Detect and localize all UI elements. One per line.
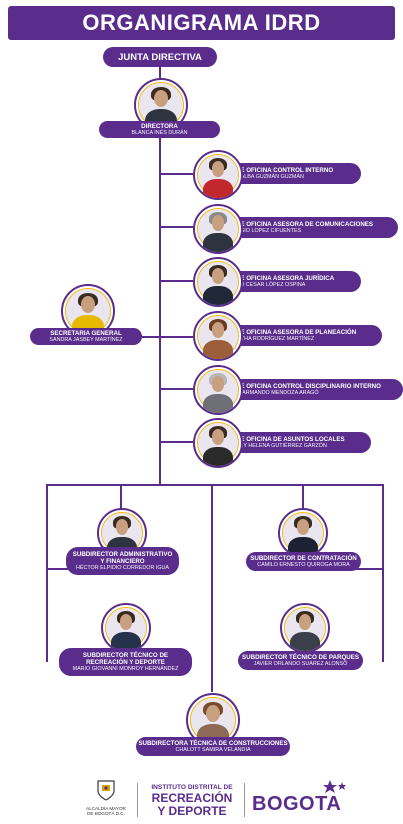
jefe-name: LUIS ARMANDO MENDOZA ARAGÓ <box>229 389 319 396</box>
jefe-box: JEFE OFICINA ASESORA DE PLANEACIÓN MARTH… <box>221 325 382 346</box>
stars-icon <box>323 780 346 793</box>
subdirector-photo <box>101 603 151 653</box>
jefe-photo <box>193 150 243 200</box>
connector <box>120 486 122 512</box>
page-title: ORGANIGRAMA IDRD <box>82 10 321 35</box>
connector <box>159 67 161 87</box>
idrd-logo: INSTITUTO DISTRITAL DE RECREACIÓN Y DEPO… <box>146 784 238 824</box>
jefe-role: JEFE OFICINA DE ASUNTOS LOCALES <box>229 435 345 443</box>
connector <box>161 226 193 228</box>
idrd-recreacion: RECREACIÓN <box>151 791 233 805</box>
subdirector-photo <box>278 508 328 558</box>
connector <box>161 173 193 175</box>
idrd-deporte: Y DEPORTE <box>157 804 227 818</box>
jefe-name: SERGIO LOPEZ CIFUENTES <box>229 227 302 234</box>
subdirector-role: SUBDIRECTORA TÉCNICA DE CONSTRUCCIONES <box>138 739 288 747</box>
connector <box>161 388 193 390</box>
jefe-role: JEFE OFICINA CONTROL DISCIPLINARIO INTER… <box>229 382 381 390</box>
subdirector-role: SUBDIRECTOR TÉCNICO DE PARQUES <box>242 653 359 661</box>
main-trunk <box>159 136 161 484</box>
coat-of-arms-icon <box>97 780 115 801</box>
directora-role: DIRECTORA <box>141 122 178 130</box>
subdirector-name: MARIO GIOVANNI MONROY HERNÁNDEZ <box>72 665 179 672</box>
secretaria-name: SANDRA JASBEY MARTÍNEZ <box>49 336 123 343</box>
footer-divider <box>244 783 245 817</box>
bogota-wordmark: BOGOTA <box>252 793 342 815</box>
jefe-box: JEFE OFICINA ASESORA JURÍDICA JULIO CESA… <box>221 271 361 292</box>
subdirector-name: JAVIER ORLANDO SUAREZ ALONSO <box>253 660 348 667</box>
jefe-photo <box>193 204 243 254</box>
subdirector-name: HÉCTOR ELPIDIO CORREDOR IGUA <box>75 564 170 571</box>
jefe-name: FANNY HELENA GUTIÉRREZ GARZÓN <box>229 442 327 449</box>
connector <box>211 484 213 692</box>
footer-divider <box>137 783 138 817</box>
secretaria-role: SECRETARIA GENERAL <box>50 329 122 337</box>
title-banner <box>8 6 395 40</box>
jefe-box: JEFE OFICINA CONTROL INTERNO ROSALBA GUZ… <box>221 163 361 184</box>
jefe-role: JEFE OFICINA ASESORA DE COMUNICACIONES <box>229 220 374 228</box>
subdirector-role: SUBDIRECTOR DE CONTRATACIÓN <box>250 554 357 562</box>
subdirector-name: CAMILO ERNESTO QUIROGA MORA <box>257 561 350 568</box>
jefe-box: JEFE OFICINA DE ASUNTOS LOCALES FANNY HE… <box>221 432 371 453</box>
connector <box>140 336 193 338</box>
idrd-instituto: INSTITUTO DISTRITAL DE <box>151 784 233 791</box>
connector <box>46 484 48 662</box>
connector <box>302 486 304 512</box>
connector <box>382 484 384 662</box>
jefe-photo <box>193 311 243 361</box>
subdirector-contratacion-box: SUBDIRECTOR DE CONTRATACIÓN CAMILO ERNES… <box>246 552 361 571</box>
jefe-role: JEFE OFICINA ASESORA JURÍDICA <box>229 274 335 282</box>
jefe-name: MARTHA RODRÍGUEZ MARTÍNEZ <box>229 335 315 342</box>
subdirector-name: CHALOTT SAMIRA VELANDIA <box>175 746 251 753</box>
subdirector-role: Y FINANCIERO <box>100 557 145 565</box>
jefe-name: ROSALBA GUZMÁN GUZMÁN <box>229 173 304 180</box>
subdirector-role: SUBDIRECTOR TÉCNICO DE <box>82 651 169 659</box>
subdirector-administrativo-box: SUBDIRECTOR ADMINISTRATIVO Y FINANCIERO … <box>66 547 179 575</box>
connector <box>161 441 193 443</box>
alcaldia-text: DE BOGOTÁ D.C. <box>87 811 125 816</box>
jefe-photo <box>193 418 243 468</box>
jefe-name: JULIO CESAR LÓPEZ OSPINA <box>229 281 306 288</box>
subdirector-recreacion-box: SUBDIRECTOR TÉCNICO DE RECREACIÓN Y DEPO… <box>59 648 192 676</box>
jefe-photo <box>193 257 243 307</box>
directora-box: DIRECTORA BLANCA INÉS DURÁN <box>99 121 220 138</box>
alcaldia-logo: ALCALDÍA MAYOR DE BOGOTÁ D.C. <box>86 779 126 823</box>
directora-name: BLANCA INÉS DURÁN <box>131 129 188 136</box>
jefe-role: JEFE OFICINA ASESORA DE PLANEACIÓN <box>229 328 357 336</box>
subdirector-role: SUBDIRECTOR ADMINISTRATIVO <box>72 550 173 558</box>
subdirectora-construcciones-box: SUBDIRECTORA TÉCNICA DE CONSTRUCCIONES C… <box>136 737 290 756</box>
junta-directiva-label: JUNTA DIRECTIVA <box>118 51 202 63</box>
jefe-photo <box>193 365 243 415</box>
jefe-box: JEFE OFICINA ASESORA DE COMUNICACIONES S… <box>221 217 398 238</box>
subdirector-photo <box>280 603 330 653</box>
secretaria-box: SECRETARIA GENERAL SANDRA JASBEY MARTÍNE… <box>30 328 142 345</box>
subdirector-parques-box: SUBDIRECTOR TÉCNICO DE PARQUES JAVIER OR… <box>238 651 363 670</box>
bogota-logo: BOGOTA <box>252 780 362 817</box>
connector <box>161 280 193 282</box>
jefe-box: JEFE OFICINA CONTROL DISCIPLINARIO INTER… <box>221 379 403 400</box>
jefe-role: JEFE OFICINA CONTROL INTERNO <box>229 166 334 174</box>
junta-directiva-box: JUNTA DIRECTIVA <box>103 47 217 67</box>
alcaldia-text: ALCALDÍA MAYOR <box>86 806 126 811</box>
subdirector-role: RECREACIÓN Y DEPORTE <box>86 658 165 666</box>
subdirector-bar <box>46 484 384 486</box>
